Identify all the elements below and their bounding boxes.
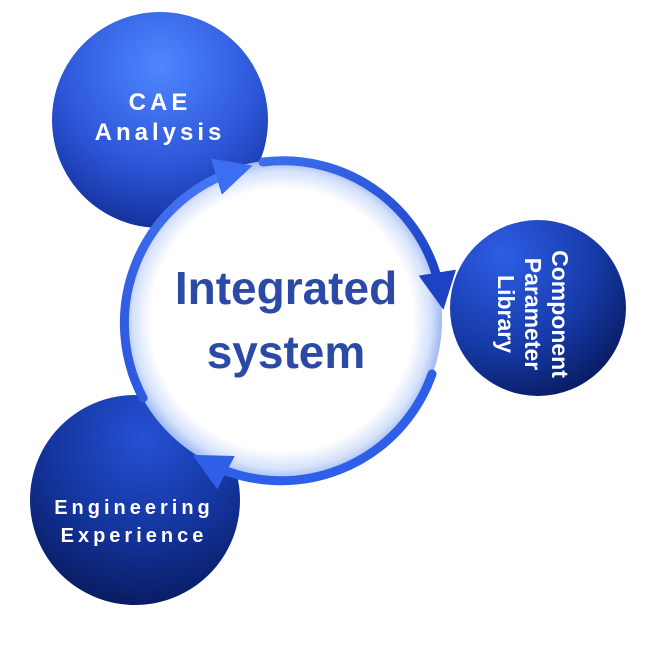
arrow-component-to-engineering	[192, 369, 437, 490]
component-label-line1: Component	[547, 250, 573, 378]
cae-label-line2: Analysis	[95, 119, 226, 146]
arrow-cae-to-component	[258, 156, 456, 310]
engineering-label-line1: Engineering	[54, 497, 214, 519]
arrow-engineering-to-cae	[119, 158, 253, 403]
engineering-label-line2: Experience	[61, 525, 208, 547]
cae-label-line1: CAE	[129, 89, 192, 116]
center-label-line1: Integrated	[175, 262, 397, 314]
component-label-group: Component Parameter Library	[493, 250, 573, 378]
component-label-line2: Parameter	[520, 258, 546, 371]
center-label-line2: system	[207, 326, 366, 378]
component-parameter-library-node	[450, 220, 626, 396]
component-label-line3: Library	[493, 275, 519, 353]
integrated-system-circle	[122, 160, 442, 480]
